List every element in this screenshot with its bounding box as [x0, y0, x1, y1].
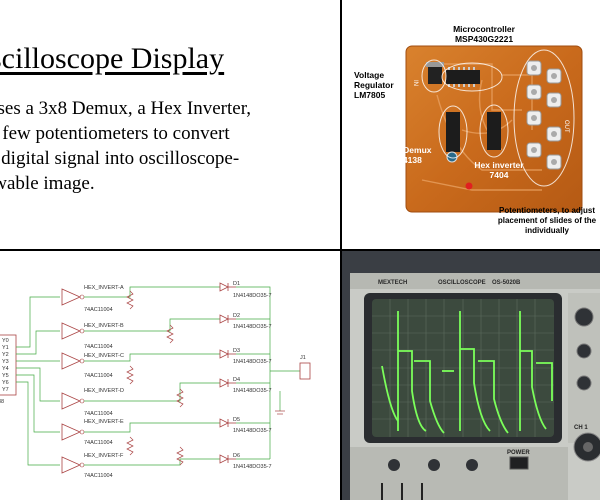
label-line: Hex inverter — [474, 160, 524, 170]
label-line: MSP430G2221 — [454, 34, 514, 44]
label-line: Microcontroller — [453, 24, 515, 34]
regulator-chip — [428, 66, 442, 84]
diode-label: D2 — [233, 313, 240, 319]
potentiometers-label: Potentiometers, to adjust placement of s… — [488, 206, 600, 236]
demux-chip — [446, 112, 460, 152]
label-line: Potentiometers, to adjust — [498, 206, 595, 215]
power-label: POWER — [507, 450, 530, 456]
model-number: OS-5020B — [492, 280, 521, 286]
gate-part: 74AC11004 — [84, 411, 113, 417]
channel-label: CH 1 — [574, 425, 588, 431]
label-line: LM7805 — [354, 90, 386, 100]
circuit-board-panel: OUT IN Microcontroller MSP430G2221 Volta… — [342, 0, 600, 249]
demux-ref: 38 — [0, 399, 4, 405]
potentiometer-group — [526, 60, 562, 170]
intensity-knob[interactable] — [428, 459, 440, 471]
description-line: d few potentiometers to convert — [0, 123, 230, 144]
diodes — [219, 282, 236, 464]
text-panel: scilloscope Display uses a 3x8 Demux, a … — [0, 0, 340, 249]
model-title: OSCILLOSCOPE — [438, 280, 486, 286]
focus-knob[interactable] — [388, 459, 400, 471]
gate-label: HEX_INVERT-E — [84, 419, 124, 425]
inverter-chip — [487, 112, 501, 150]
resistors — [126, 290, 184, 466]
control-knob[interactable] — [574, 307, 594, 327]
out-marking: OUT — [563, 120, 569, 133]
microcontroller-chip — [446, 70, 480, 84]
gate-label: HEX_INVERT-A — [84, 285, 124, 291]
description-line: uses a 3x8 Demux, a Hex Inverter, — [0, 98, 252, 119]
diode-label: D1 — [233, 281, 240, 287]
gate-part: 74AC11004 — [84, 440, 113, 446]
demux-pin: Y4 — [2, 366, 9, 372]
diode-part: 1N4148DO35-7 — [233, 464, 272, 470]
brand-label: MEXTECH — [378, 280, 407, 286]
diode-part: 1N4148DO35-7 — [233, 324, 272, 330]
description-line: iwable image. — [0, 173, 95, 194]
gate-label: HEX_INVERT-C — [84, 353, 124, 359]
connector-j1 — [299, 362, 311, 380]
oscilloscope-panel: MEXTECH OSCILLOSCOPE OS-5020B — [342, 251, 600, 500]
demux-pin: Y0 — [2, 338, 9, 344]
label-line: Regulator — [354, 80, 394, 90]
waveform-traces — [381, 311, 553, 434]
label-line: 74138 — [398, 155, 422, 165]
microcontroller-label: Microcontroller MSP430G2221 — [429, 24, 539, 44]
demux-pin: Y6 — [2, 380, 9, 386]
demux-block — [0, 334, 17, 396]
led — [465, 182, 473, 190]
regulator-label: Voltage Regulator LM7805 — [354, 70, 418, 100]
label-line: 3:8 Demux — [388, 145, 432, 155]
demux-pin: Y2 — [2, 352, 9, 358]
power-button[interactable] — [509, 456, 529, 470]
diode-label: D4 — [233, 377, 240, 383]
inverter-gates — [61, 288, 85, 474]
diode-label: D6 — [233, 453, 240, 459]
demux-pin: Y7 — [2, 387, 9, 393]
connector-label: J1 — [300, 355, 306, 361]
circuit-schematic: Y0 Y1 Y2 Y3 Y4 Y5 Y6 Y7 38 — [0, 281, 311, 479]
diode-label: D5 — [233, 417, 240, 423]
control-knob[interactable] — [576, 343, 592, 359]
label-line: placement of slides of the — [497, 216, 597, 225]
circuit-board-photo: OUT IN — [405, 45, 583, 213]
diode-part: 1N4148DO35-7 — [233, 359, 272, 365]
demux-pin: Y1 — [2, 345, 9, 351]
label-line: individually — [524, 226, 569, 235]
trace-knob[interactable] — [466, 459, 478, 471]
demux-pin: Y3 — [2, 359, 9, 365]
control-knob[interactable] — [576, 375, 592, 391]
diode-part: 1N4148DO35-7 — [233, 428, 272, 434]
label-line: Voltage — [354, 70, 385, 80]
gate-label: HEX_INVERT-F — [84, 453, 124, 459]
gate-part: 74AC11004 — [84, 344, 113, 350]
slide-title: scilloscope Display — [0, 42, 225, 75]
schematic-panel: Y0 Y1 Y2 Y3 Y4 Y5 Y6 Y7 38 — [0, 251, 340, 500]
gate-label: HEX_INVERT-D — [84, 388, 124, 394]
demux-label: 3:8 Demux 74138 — [380, 145, 440, 165]
gate-part: 74AC11004 — [84, 473, 113, 479]
demux-pin: Y5 — [2, 373, 9, 379]
inverter-label: Hex inverter 7404 — [466, 160, 532, 180]
description-text: uses a 3x8 Demux, a Hex Inverter, d few … — [0, 96, 333, 196]
description-line: e digital signal into oscilloscope- — [0, 148, 240, 169]
oscilloscope-photo: MEXTECH OSCILLOSCOPE OS-5020B — [342, 251, 600, 500]
in-marking: IN — [412, 80, 418, 86]
diode-part: 1N4148DO35-7 — [233, 293, 272, 299]
gate-label: HEX_INVERT-B — [84, 323, 124, 329]
label-line: 7404 — [489, 170, 509, 180]
diode-label: D3 — [233, 348, 240, 354]
gate-part: 74AC11004 — [84, 307, 113, 313]
diode-part: 1N4148DO35-7 — [233, 388, 272, 394]
horizontal-divider — [0, 249, 600, 251]
gate-part: 74AC11004 — [84, 373, 113, 379]
